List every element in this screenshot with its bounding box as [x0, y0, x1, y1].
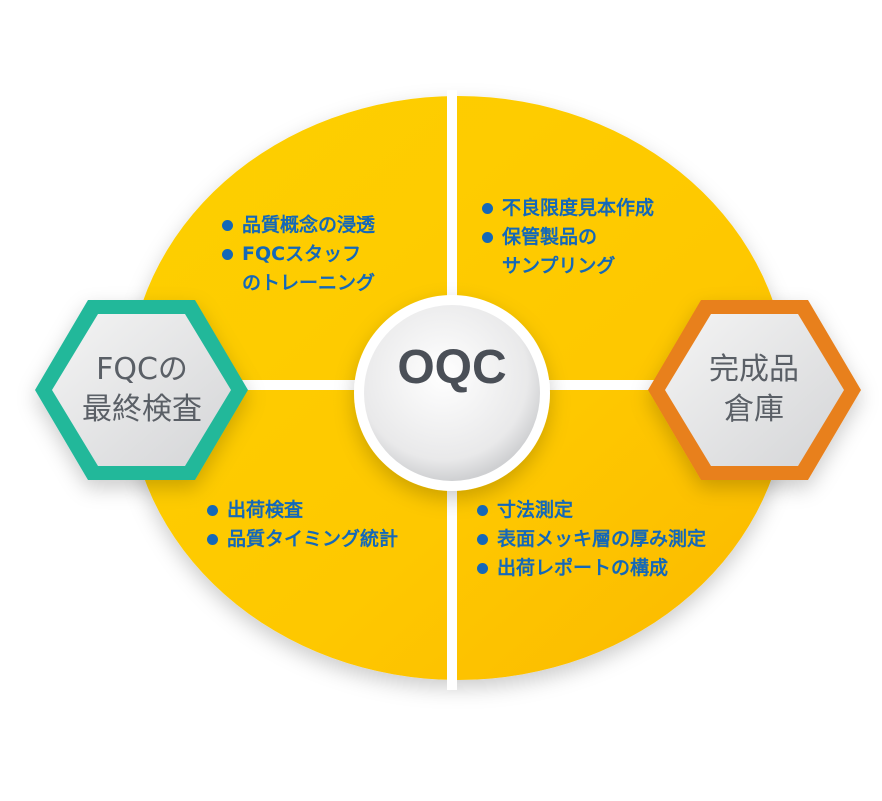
left-node-line2: 最終検査 [82, 392, 202, 427]
bottom-left-list: 出荷検査 品質タイミング統計 [205, 496, 398, 554]
left-hexagon [35, 300, 248, 480]
list-item: FQCスタッフ [220, 240, 375, 269]
list-item: 不良限度見本作成 [480, 194, 654, 223]
left-node-label: FQCの 最終検査 [42, 350, 242, 430]
left-node-line1: FQCの [96, 352, 188, 387]
list-item: 保管製品の [480, 223, 654, 252]
center-label: OQC [397, 341, 507, 394]
right-node-line1: 完成品 [709, 352, 799, 387]
list-item: 表面メッキ層の厚み測定 [475, 525, 706, 554]
top-left-list: 品質概念の浸透 FQCスタッフ のトレーニング [220, 211, 375, 298]
list-item: 寸法測定 [475, 496, 706, 525]
top-right-list: 不良限度見本作成 保管製品の サンプリング [480, 194, 654, 281]
right-hexagon [648, 300, 861, 480]
bottom-right-list: 寸法測定 表面メッキ層の厚み測定 出荷レポートの構成 [475, 496, 706, 583]
list-item: 出荷レポートの構成 [475, 554, 706, 583]
list-item: のトレーニング [242, 272, 376, 294]
right-node-line2: 倉庫 [724, 392, 784, 427]
list-item: 出荷検査 [205, 496, 398, 525]
list-item: 品質概念の浸透 [220, 211, 375, 240]
list-item: 品質タイミング統計 [205, 525, 398, 554]
right-node-label: 完成品 倉庫 [654, 350, 854, 430]
list-item: サンプリング [502, 255, 616, 277]
